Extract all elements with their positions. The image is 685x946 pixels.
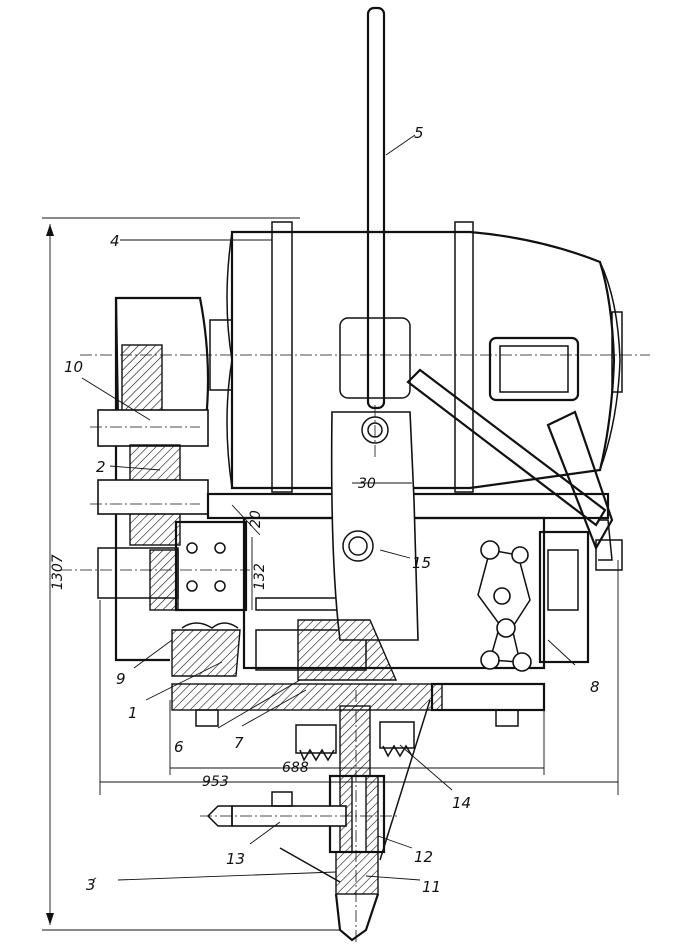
part-label-1: 1 [128,704,138,722]
part-label-12: 12 [414,848,433,866]
lever-arm [330,6,623,641]
spindle-assembly [206,699,431,942]
dim-953: 953 [202,774,229,790]
dimension-lines [42,217,619,931]
base-plate [171,682,546,762]
part-label-10: 10 [64,358,83,376]
motor-housing [226,221,623,493]
part-label-6: 6 [174,738,184,756]
leader-lines [81,134,576,881]
dim-688: 688 [282,760,309,776]
dim-20: 20 [248,510,264,528]
dim-30: 30 [358,476,376,492]
part-label-11: 11 [422,878,441,896]
part-label-14: 14 [452,794,471,812]
center-lines [60,354,650,945]
dim-132: 132 [252,563,268,590]
part-label-2: 2 [96,458,106,476]
chain-mechanism [477,540,532,672]
part-label-3: 3́ [86,876,97,894]
part-label-5: 5 [414,124,424,142]
pulley-housing [97,296,248,662]
part-label-15: 15 [412,554,431,572]
part-label-13: 13 [226,850,245,868]
part-label-4: 4 [110,232,120,250]
part-label-7: 7 [234,734,244,752]
part-label-9: 9 [116,670,126,688]
dim-1307: 1307 [50,554,66,590]
clamp-block [171,619,398,681]
part-label-8: 8 [590,678,600,696]
